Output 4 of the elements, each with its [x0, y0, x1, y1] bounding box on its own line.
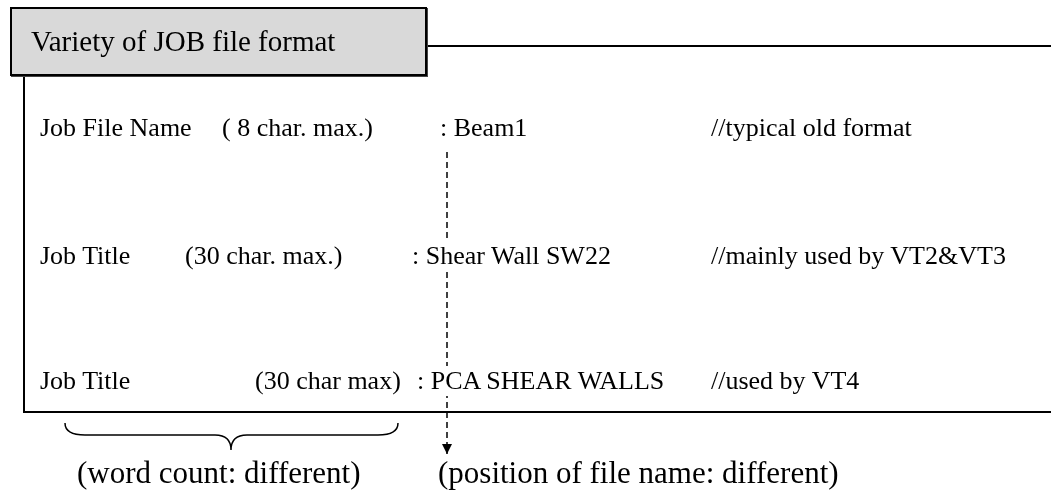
- field-value: : PCA SHEAR WALLS: [417, 366, 665, 396]
- field-value: : Shear Wall SW22: [412, 241, 611, 271]
- title-tab: [10, 7, 427, 76]
- title-text: Variety of JOB file format: [31, 24, 336, 58]
